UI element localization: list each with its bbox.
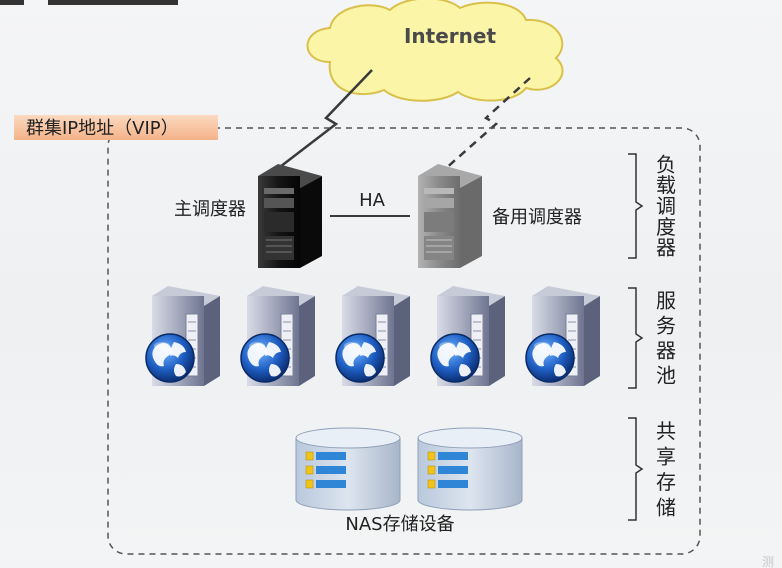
vip-label-box: 群集IP地址（VIP） bbox=[14, 115, 218, 140]
pool-server-icon bbox=[145, 286, 220, 386]
internet-cloud: Internet bbox=[306, 0, 564, 102]
primary-scheduler-label: 主调度器 bbox=[174, 199, 246, 220]
backup-scheduler-server-icon bbox=[418, 164, 482, 268]
pool-server-icon bbox=[240, 286, 315, 386]
globe-icon bbox=[145, 333, 195, 383]
layer-label-char: 负 bbox=[656, 152, 676, 176]
pool-server-icon bbox=[430, 286, 505, 386]
nas-storage-label: NAS存储设备 bbox=[345, 514, 454, 535]
layer-bracket bbox=[628, 153, 644, 259]
nas-storage bbox=[295, 427, 523, 511]
globe-icon bbox=[335, 333, 385, 383]
globe-icon bbox=[240, 333, 290, 383]
layer-label-char: 器 bbox=[656, 339, 676, 363]
backup-link bbox=[443, 77, 531, 171]
layer-label-char: 享 bbox=[656, 444, 676, 468]
layer-label-char: 器 bbox=[656, 236, 676, 260]
layer-label-char: 载 bbox=[656, 173, 676, 197]
storage-cylinder-icon bbox=[295, 427, 401, 511]
globe-icon bbox=[430, 333, 480, 383]
layer-label-char: 共 bbox=[656, 419, 676, 443]
layer-bracket bbox=[628, 417, 644, 521]
layer-label-char: 调 bbox=[656, 194, 676, 218]
internet-label: Internet bbox=[404, 24, 496, 48]
vip-label: 群集IP地址（VIP） bbox=[26, 118, 179, 139]
backup-scheduler-label: 备用调度器 bbox=[492, 207, 582, 228]
cropped-heading-fragment bbox=[0, 0, 178, 5]
layer-label-char: 务 bbox=[656, 314, 676, 338]
pool-server-icon bbox=[525, 286, 600, 386]
primary-link bbox=[275, 69, 373, 171]
layer-bracket bbox=[628, 287, 644, 389]
primary-scheduler-server-icon bbox=[258, 164, 322, 268]
pool-server-icon bbox=[335, 286, 410, 386]
layer-label-char: 储 bbox=[656, 495, 676, 519]
cluster-boundary bbox=[107, 127, 701, 555]
watermark-fragment: 测 bbox=[762, 555, 774, 568]
storage-cylinder-icon bbox=[417, 427, 523, 511]
ha-label: HA bbox=[359, 190, 386, 211]
layer-label-char: 度 bbox=[656, 215, 676, 239]
layer-label-char: 存 bbox=[656, 470, 676, 494]
layer-label-char: 池 bbox=[656, 364, 676, 388]
layer-label-char: 服 bbox=[656, 289, 676, 313]
globe-icon bbox=[525, 333, 575, 383]
server-pool bbox=[145, 286, 600, 386]
